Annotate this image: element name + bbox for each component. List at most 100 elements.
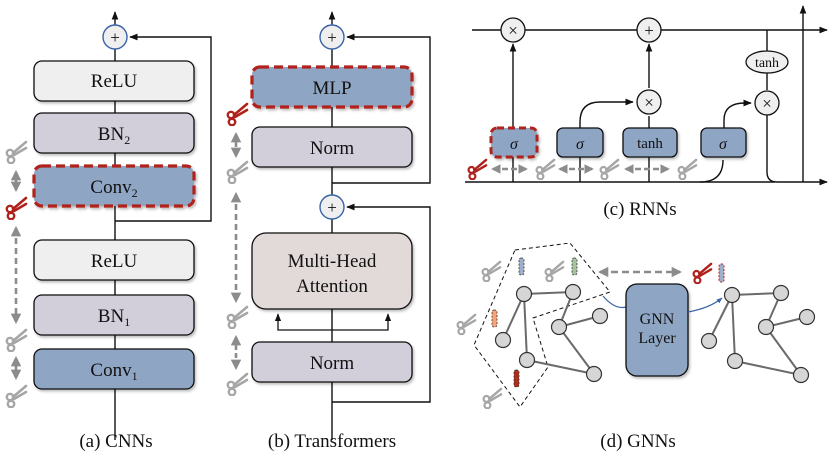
- feature-vector-orange: [491, 309, 498, 328]
- graph-node: [798, 308, 816, 326]
- rnn-output-gate-path: [723, 99, 752, 128]
- transformer-norm2-block: [251, 126, 413, 168]
- graph-node: [726, 352, 744, 370]
- transformer-add-node: [319, 194, 345, 220]
- scissor-icon: [226, 305, 249, 329]
- scissor-icon-pruned: [5, 196, 28, 220]
- graph-node: [515, 285, 533, 303]
- scissor-icon: [599, 158, 620, 180]
- scissor-icon: [535, 158, 556, 180]
- rnn-input-gate-path: [579, 98, 634, 182]
- scissor-icon: [5, 140, 28, 164]
- cnn-bn1-label: BN1: [98, 306, 130, 329]
- graph-node: [772, 284, 790, 302]
- rnn-output-mul-node: [754, 90, 780, 116]
- graph-node: [518, 351, 536, 369]
- cnn-add-node: [102, 24, 128, 50]
- rnn-add-symbol: +: [644, 21, 654, 40]
- rnn-hidden-output: [766, 102, 828, 186]
- rnn-forget-mul-node: [500, 17, 526, 43]
- cnn-conv1-block: [33, 348, 195, 390]
- rnn-output-gate: [700, 127, 747, 158]
- transformer-skip-connection-attn: [332, 203, 431, 403]
- cnn-relu1-block: [33, 239, 195, 281]
- transformer-caption: (b) Transformers: [268, 431, 396, 452]
- scissor-icon: [5, 328, 28, 352]
- scissor-icon: [226, 160, 249, 184]
- transformer-norm1-block: [251, 341, 413, 383]
- rnn-caption: (c) RNNs: [603, 199, 676, 220]
- cnn-bn1-block: [33, 294, 195, 336]
- panel-transformer: + + MLP Norm Multi-Head Attention Norm (…: [226, 11, 431, 452]
- gnn-layer-label-line2: Layer: [638, 330, 676, 347]
- panel-gnn: GNN Layer (d) GNNs: [456, 242, 816, 452]
- scissor-icon: [482, 387, 503, 409]
- rnn-tanh-node: [745, 50, 789, 74]
- panel-cnn: + ReLU BN2 Conv2 ReLU BN1 Conv1 (a) CNNs: [5, 11, 212, 452]
- transformer-attention-label-line2: Attention: [296, 276, 368, 297]
- rnn-forget-gate-pruned: [489, 126, 539, 159]
- transformer-mlp-label: MLP: [312, 78, 351, 99]
- transformer-mlp-block-pruned: [250, 65, 414, 109]
- rnn-input-gate: [556, 127, 604, 158]
- scissor-icon: [5, 384, 28, 408]
- rnn-mul-symbol: ×: [508, 21, 518, 40]
- rnn-mul-symbol: ×: [762, 94, 772, 113]
- scissor-icon: [226, 372, 249, 396]
- graph-node: [585, 365, 603, 383]
- gnn-layer-block: [625, 283, 689, 377]
- feature-vector-green: [571, 257, 578, 276]
- transformer-add-node: [319, 24, 345, 50]
- scissor-icon: [677, 158, 698, 180]
- graph-node: [757, 318, 775, 336]
- scissor-icon-pruned: [692, 262, 713, 284]
- transformer-skip-connection-mlp: [332, 33, 431, 184]
- cnn-relu2-block: [33, 60, 195, 102]
- rnn-add-node: [636, 17, 662, 43]
- transformer-attention-block: [251, 232, 413, 310]
- scissor-icon-pruned: [467, 158, 488, 180]
- rnn-output-gate-label: σ: [719, 136, 728, 153]
- transformer-add-symbol: +: [327, 198, 337, 217]
- rnn-forget-gate-label: σ: [510, 136, 519, 153]
- rnn-output-gate-input: [699, 159, 724, 183]
- cnn-conv2-block-pruned: [32, 164, 196, 208]
- cnn-caption: (a) CNNs: [79, 431, 152, 452]
- gnn-right-nodes: [700, 284, 816, 384]
- cnn-conv2-label: Conv2: [90, 177, 137, 200]
- rnn-input-gate-label: σ: [576, 136, 585, 153]
- feature-vector-pruned: [718, 263, 725, 283]
- gnn-pruned-subgraph-outline: [473, 242, 611, 408]
- graph-node: [494, 331, 512, 349]
- rnn-input-mul-node: [636, 89, 662, 115]
- transformer-attention-label-line1: Multi-Head: [288, 251, 377, 272]
- panel-rnn: × × + tanh × σ σ tanh σ (c) R: [465, 5, 828, 220]
- rnn-candidate-gate: [622, 127, 678, 158]
- gnn-output-connector: [687, 297, 723, 313]
- scissor-icon: [544, 260, 565, 282]
- gnn-caption: (d) GNNs: [600, 431, 675, 452]
- cnn-relu2-label: ReLU: [91, 71, 138, 92]
- rnn-candidate-gate-label: tanh: [637, 136, 663, 152]
- attention-input-branch: [332, 313, 392, 331]
- graph-node: [564, 283, 582, 301]
- scissor-icon-pruned: [226, 102, 249, 126]
- gnn-left-nodes: [494, 283, 609, 383]
- graph-node: [700, 332, 718, 350]
- cnn-bn2-block: [33, 112, 195, 154]
- scissor-icon: [456, 313, 477, 335]
- gnn-input-connector: [602, 295, 627, 309]
- attention-input-branch: [274, 313, 332, 331]
- graph-node: [792, 366, 810, 384]
- cnn-relu1-label: ReLU: [91, 251, 138, 272]
- transformer-add-symbol: +: [327, 28, 337, 47]
- gnn-right-edges: [708, 292, 808, 376]
- transformer-norm2-label: Norm: [310, 138, 355, 159]
- feature-vector-blue: [518, 257, 525, 276]
- graph-node: [591, 307, 609, 325]
- gnn-left-edges: [502, 291, 601, 375]
- scissor-icon: [481, 260, 502, 282]
- cnn-skip-connection: [115, 33, 212, 222]
- gnn-layer-label-line1: GNN: [640, 311, 675, 328]
